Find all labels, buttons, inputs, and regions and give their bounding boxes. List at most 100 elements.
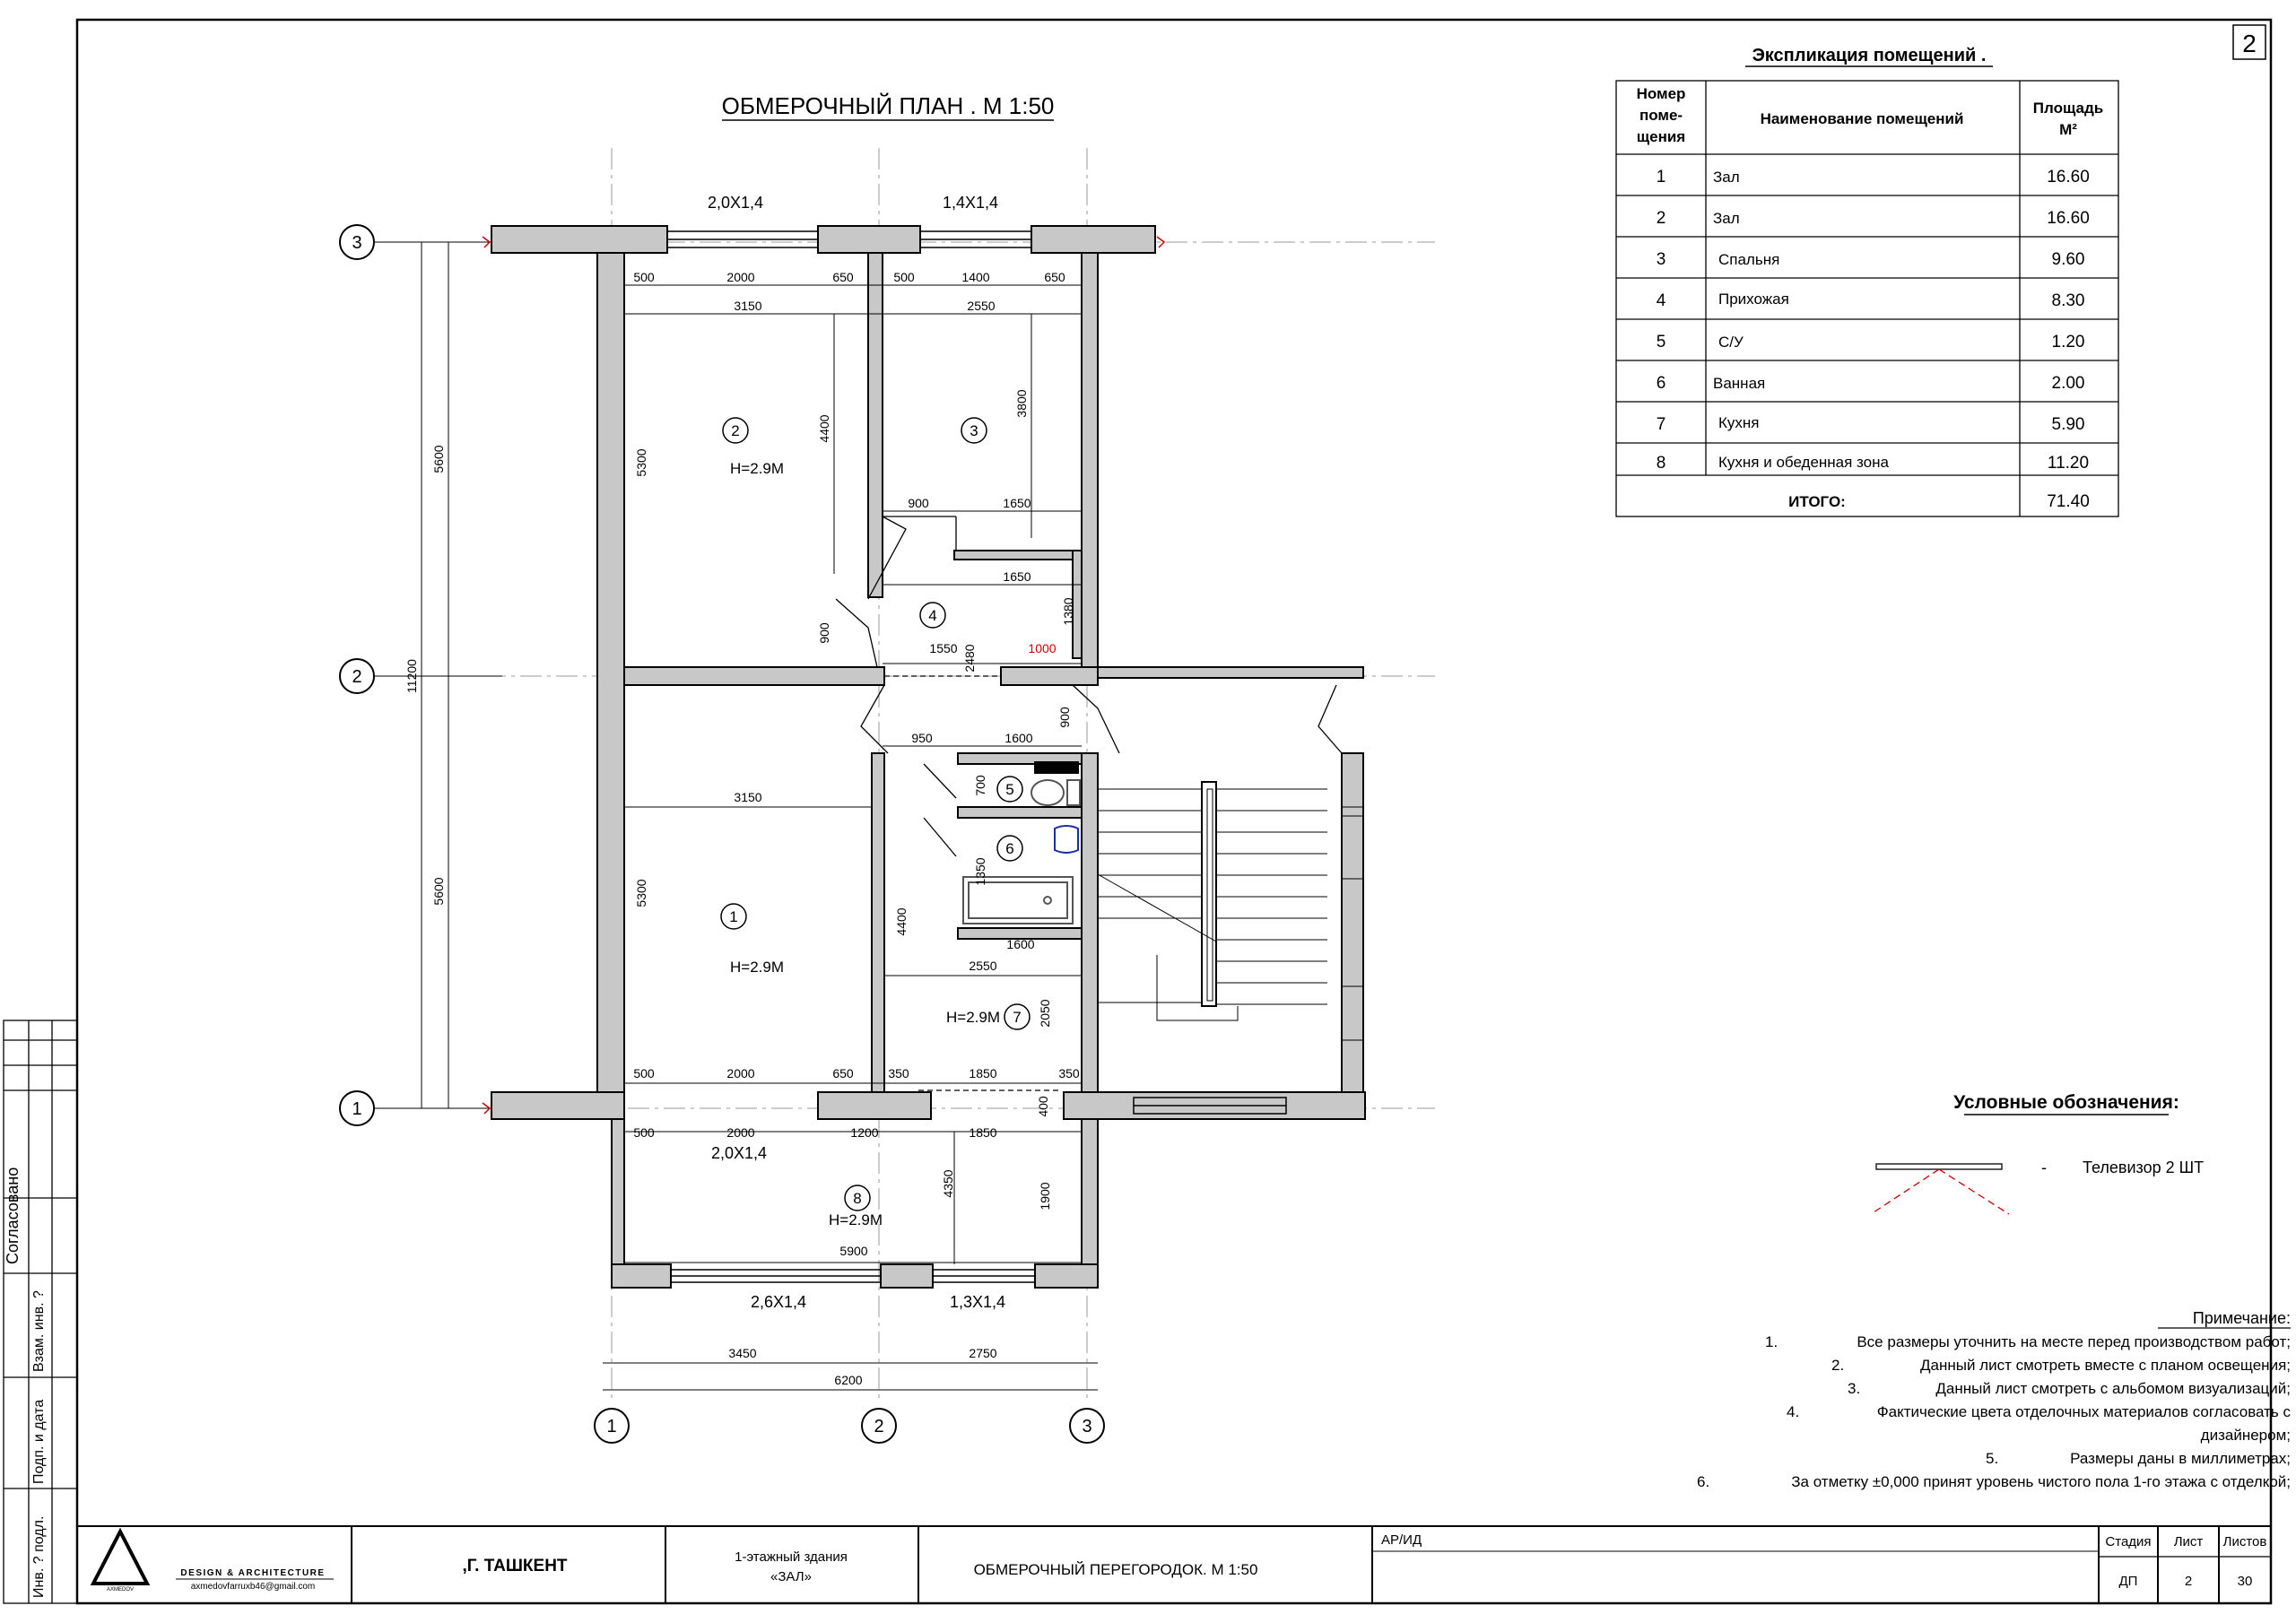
explication-header-num-1: Номер xyxy=(1637,85,1686,102)
dim-top-2550: 2550 xyxy=(967,299,995,313)
room-height-1: H=2.9M xyxy=(730,959,784,976)
explication-row-num: 5 xyxy=(1657,333,1666,352)
dim-bot2-500: 500 xyxy=(633,1125,655,1140)
note-number: 2. xyxy=(1831,1357,1844,1374)
sanitary-fixtures xyxy=(962,761,1081,924)
axis-label-col-3: 3 xyxy=(1082,1417,1091,1436)
dim-900-right: 900 xyxy=(1057,707,1072,728)
room-height-2: H=2.9M xyxy=(730,460,784,477)
window-label-top-left: 2,0Х1,4 xyxy=(708,194,763,212)
window-label-mid-left: 2,0Х1,4 xyxy=(711,1144,767,1162)
dim-room2-5300: 5300 xyxy=(634,448,648,476)
window-label-top-right: 1,4Х1,4 xyxy=(943,194,998,212)
dim-top-500-b: 500 xyxy=(893,270,915,284)
dim-corridor-1650: 1650 xyxy=(1003,496,1031,510)
dim-corridor-1650-b: 1650 xyxy=(1003,569,1031,584)
explication-row-area: 8.30 xyxy=(2052,291,2085,310)
explication-row-num: 1 xyxy=(1657,168,1666,187)
axis-label-col-1: 1 xyxy=(606,1417,616,1436)
explication-header-name: Наименование помещений xyxy=(1761,110,1964,127)
axis-bubbles xyxy=(339,224,1105,1444)
explication-row-name: Спальня xyxy=(1718,251,1779,268)
dim-corridor-900: 900 xyxy=(908,496,929,510)
explication-header-num-3: щения xyxy=(1637,128,1685,145)
dim-1600: 1600 xyxy=(1004,731,1032,745)
note-number: 6. xyxy=(1697,1473,1709,1490)
logo-line1: DESIGN & ARCHITECTURE xyxy=(180,1568,325,1578)
dim-bot-350-b: 350 xyxy=(1058,1066,1080,1081)
explication-row-name: Ванная xyxy=(1713,375,1765,392)
axis-label-row-3: 3 xyxy=(352,233,361,253)
title-block-stage-label: Стадия xyxy=(2105,1534,2151,1549)
room-number-2: 2 xyxy=(731,422,739,439)
logo-small-text: AXMEDOV xyxy=(107,1587,134,1593)
title-block-sheets: 30 xyxy=(2238,1574,2253,1589)
dim-400: 400 xyxy=(1036,1096,1050,1117)
explication-row-name: Кухня xyxy=(1718,414,1760,431)
title-block-stage: ДП xyxy=(2119,1574,2138,1589)
explication-table xyxy=(1615,80,2119,517)
doors xyxy=(835,516,1343,1091)
note-number: 5. xyxy=(1986,1450,1998,1467)
dim-950: 950 xyxy=(911,731,933,745)
title-block-building-1: 1-этажный здания xyxy=(735,1549,848,1565)
dim-4350: 4350 xyxy=(941,1169,955,1197)
dim-bot-500: 500 xyxy=(633,1066,655,1081)
side-stamp-sign: Подп. и дата xyxy=(31,1400,47,1484)
windows xyxy=(666,230,1287,1283)
notes-title: Примечание: xyxy=(2193,1309,2291,1327)
tv-symbol-icon xyxy=(1870,1163,2010,1215)
dim-room1-3150: 3150 xyxy=(734,790,761,804)
plan-title: ОБМЕРОЧНЫЙ ПЛАН . М 1:50 xyxy=(722,92,1055,119)
axis-grid xyxy=(377,148,1435,1399)
room-markers xyxy=(720,417,1031,1211)
note-text: Данный лист смотреть с альбомом визуализ… xyxy=(1935,1380,2291,1397)
sheet-corner-number: 2 xyxy=(2242,30,2257,57)
explication-row-name: Прихожая xyxy=(1718,291,1789,308)
dim-base-6200: 6200 xyxy=(834,1373,862,1387)
dim-bot-650: 650 xyxy=(832,1066,854,1081)
explication-total-value: 71.40 xyxy=(2047,492,2090,511)
explication-row-name: Кухня и обеденная зона xyxy=(1718,454,1890,471)
axis-label-row-1: 1 xyxy=(352,1099,361,1119)
explication-row-area: 16.60 xyxy=(2047,168,2090,187)
note-number: 1. xyxy=(1765,1333,1778,1350)
dim-5900: 5900 xyxy=(839,1244,867,1258)
note-text: Все размеры уточнить на месте перед прои… xyxy=(1857,1333,2291,1350)
dim-kitchen-2550: 2550 xyxy=(969,959,996,973)
room-height-7: H=2.9M xyxy=(946,1009,1000,1026)
dim-bot-350-a: 350 xyxy=(888,1066,909,1081)
explication-row-num: 7 xyxy=(1657,415,1666,434)
dim-1900: 1900 xyxy=(1038,1182,1052,1210)
explication-row-num: 4 xyxy=(1657,291,1666,310)
explication-row-num: 6 xyxy=(1657,374,1666,393)
title-block-sheet-label: Лист xyxy=(2174,1534,2204,1549)
explication-header-area-1: Площадь xyxy=(2033,100,2103,117)
room-number-1: 1 xyxy=(729,908,737,925)
room-number-8: 8 xyxy=(853,1190,861,1207)
dim-1350: 1350 xyxy=(973,857,987,885)
dim-top-650-a: 650 xyxy=(832,270,854,284)
room-number-3: 3 xyxy=(970,422,978,439)
axis-label-col-2: 2 xyxy=(874,1417,883,1436)
note-text: Размеры даны в миллиметрах; xyxy=(2070,1450,2291,1467)
dim-room3-3800: 3800 xyxy=(1014,389,1029,417)
room-number-6: 6 xyxy=(1005,840,1013,857)
note-text: За отметку ±0,000 принят уровень чистого… xyxy=(1791,1473,2291,1490)
explication-row-num: 2 xyxy=(1657,209,1666,228)
dim-1550: 1550 xyxy=(929,641,957,655)
title-block-section: АР/ИД xyxy=(1381,1532,1422,1548)
window-label-bottom-right: 1,3Х1,4 xyxy=(950,1293,1005,1311)
dim-room1-4400: 4400 xyxy=(894,907,909,935)
room-number-4: 4 xyxy=(928,607,936,624)
explication-row-area: 11.20 xyxy=(2048,454,2089,473)
room-height-8: H=2.9M xyxy=(829,1211,883,1228)
title-block-sheet-name: ОБМЕРОЧНЫЙ ПЕРЕГОРОДОК. М 1:50 xyxy=(974,1561,1258,1578)
title-block-sheet: 2 xyxy=(2185,1574,2192,1589)
axis-leaders xyxy=(374,241,502,1109)
explication-row-name: Зал xyxy=(1713,210,1740,227)
dim-900-left: 900 xyxy=(817,622,831,644)
dim-bot-2000: 2000 xyxy=(726,1066,754,1081)
break-marks xyxy=(482,236,1166,1115)
